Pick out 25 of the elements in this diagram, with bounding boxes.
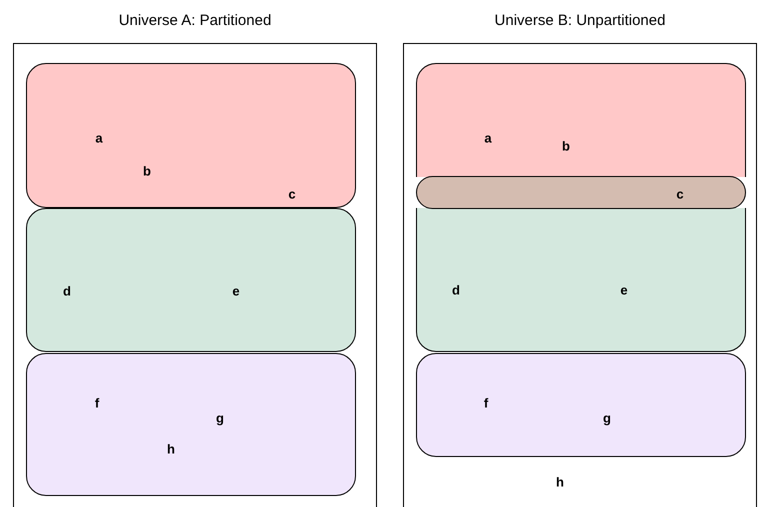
element-label: d bbox=[63, 284, 71, 298]
element-label: b bbox=[562, 140, 570, 152]
element-label: f bbox=[94, 396, 100, 410]
universe-title: Universe B: Unpartitioned bbox=[494, 11, 666, 31]
element-label: a bbox=[484, 132, 492, 144]
subset-region bbox=[416, 353, 746, 457]
element-label: h bbox=[556, 476, 564, 488]
overlap-region bbox=[416, 176, 746, 209]
subset-region bbox=[26, 63, 356, 208]
element-label: c bbox=[288, 188, 296, 200]
element-label: g bbox=[603, 412, 611, 424]
element-label: e bbox=[620, 284, 628, 296]
element-label: c bbox=[676, 188, 684, 200]
subset-region bbox=[26, 208, 356, 352]
element-label: d bbox=[452, 284, 460, 296]
element-label: b bbox=[143, 164, 151, 178]
subset-region bbox=[26, 353, 356, 496]
element-label: g bbox=[216, 412, 224, 424]
element-label: h bbox=[167, 442, 175, 456]
universe-title: Universe A: Partitioned bbox=[118, 11, 272, 31]
element-label: a bbox=[95, 132, 103, 144]
subset-region bbox=[416, 208, 746, 352]
element-label: f bbox=[484, 396, 488, 410]
subset-region bbox=[416, 63, 746, 177]
element-label: e bbox=[232, 284, 240, 298]
